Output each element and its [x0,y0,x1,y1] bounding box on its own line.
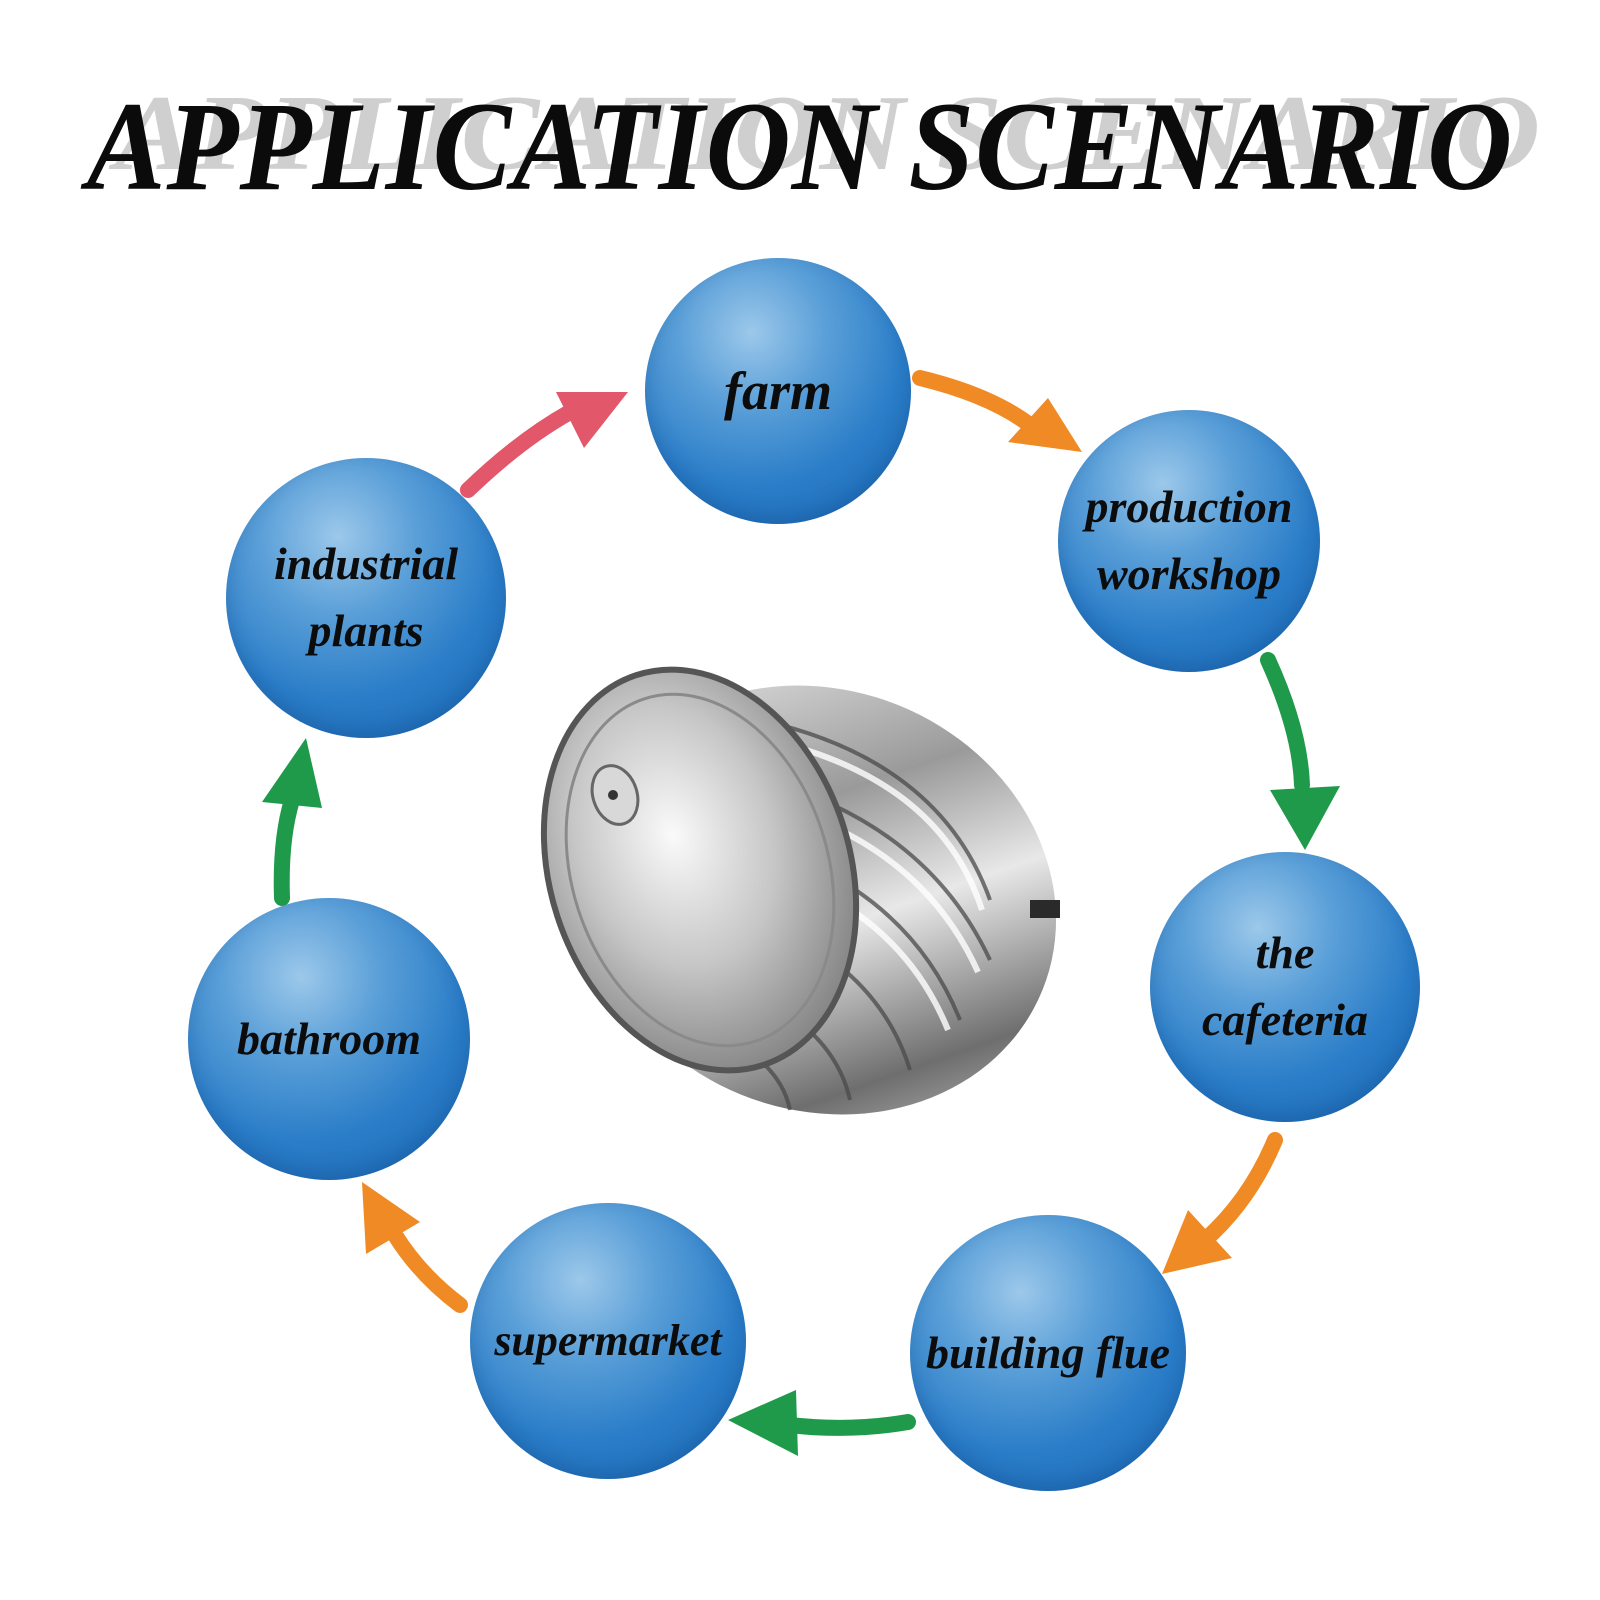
node-industrial-plants: industrial plants [226,458,506,738]
node-bathroom: bathroom [188,898,470,1180]
node-the-cafeteria: the cafeteria [1150,852,1420,1122]
arrow-flue-to-supermarket [728,1390,916,1456]
node-label-industrial-plants: industrial plants [274,531,458,664]
node-label-line: cafeteria [1201,994,1369,1045]
title-block: APPLICATION SCENARIO APPLICATION SCENARI… [0,60,1600,240]
node-label-supermarket: supermarket [494,1316,722,1366]
node-label-line: workshop [1096,548,1282,599]
node-label-line: plants [308,605,424,656]
page-title: APPLICATION SCENARIO [86,75,1514,218]
node-label-line: production [1085,481,1293,533]
arrow-bathroom-to-industrial [262,738,322,906]
title-shadow: APPLICATION SCENARIO [114,72,1542,193]
node-label-farm: farm [724,360,832,421]
node-farm: farm [645,258,911,524]
node-label-bathroom: bathroom [236,1012,422,1064]
node-label-production-workshop: production workshop [1085,474,1292,607]
node-supermarket: supermarket [470,1203,746,1479]
arrow-production-to-cafeteria [1260,652,1340,850]
node-production-workshop: production workshop [1058,410,1320,672]
node-label-line: the [1255,927,1315,979]
node-label-line: industrial [273,538,459,590]
turbine-ventilator-icon [520,600,1080,1130]
node-label-building-flue: building flue [925,1326,1171,1378]
arrow-industrial-to-farm [460,392,628,498]
node-label-the-cafeteria: the cafeteria [1202,920,1368,1053]
arrow-cafeteria-to-flue [1162,1132,1283,1274]
arrow-farm-to-production [912,370,1082,452]
arrow-supermarket-to-bathroom [362,1182,468,1313]
node-building-flue: building flue [910,1215,1186,1491]
